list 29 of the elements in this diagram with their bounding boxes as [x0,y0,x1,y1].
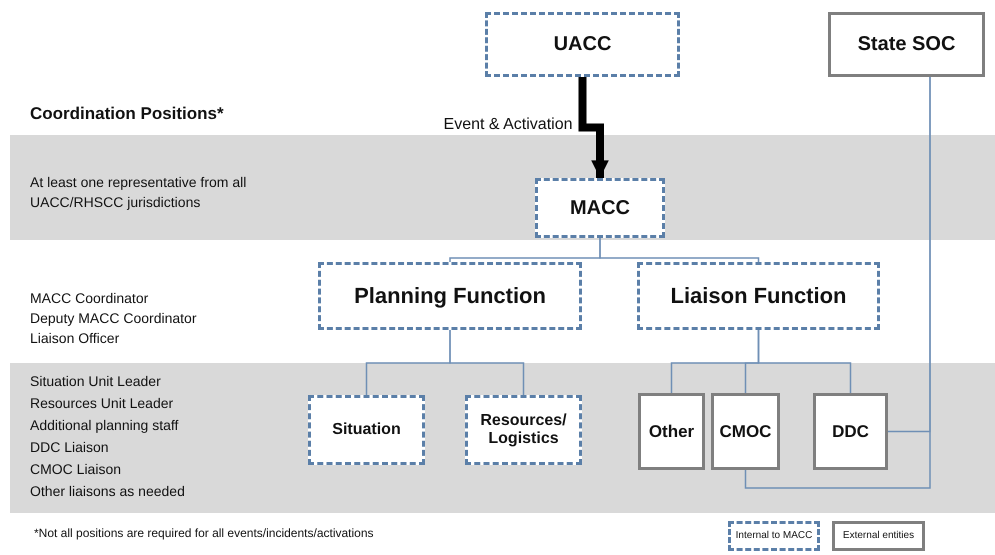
position-text: Additional planning staff [30,417,178,433]
external-entity-box: DDC [813,393,888,470]
connector-line [744,77,931,489]
position-text: Other liaisons as needed [30,483,185,499]
position-text: At least one representative from all UACC/RHSCC jurisdictions [30,173,248,212]
position-text: MACC Coordinator [30,290,148,306]
position-text: DDC Liaison [30,439,109,455]
footnote: *Not all positions are required for all events/incidents/activations [34,526,374,540]
internal-unit-box: Liaison Function [637,262,880,330]
internal-unit-box: Planning Function [318,262,582,330]
external-entity-box: CMOC [711,393,780,470]
external-entity-box: State SOC [828,12,985,77]
connector-line [599,238,760,262]
position-text: Deputy MACC Coordinator [30,310,197,326]
legend-item: Internal to MACC [728,521,820,551]
arrow [578,77,609,178]
position-text: Resources Unit Leader [30,395,174,411]
internal-unit-box: UACC [485,12,680,77]
position-text: Situation Unit Leader [30,373,161,389]
internal-unit-box: Resources/ Logistics [465,395,582,465]
legend-item: External entities [832,521,925,551]
connector-line [758,330,852,393]
connector-line [449,330,524,395]
position-text: Liaison Officer [30,330,120,346]
position-text: CMOC Liaison [30,461,122,477]
internal-unit-box: Situation [308,395,425,465]
external-entity-box: Other [638,393,705,470]
column-heading: Coordination Positions* [30,104,224,124]
internal-unit-box: MACC [535,178,665,238]
